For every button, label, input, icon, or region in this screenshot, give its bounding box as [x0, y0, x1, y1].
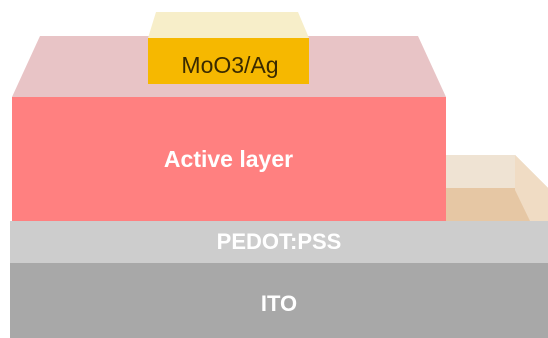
ito-layer: [10, 263, 548, 338]
ito-label: ITO: [260, 291, 298, 316]
active-layer-label: Active layer: [163, 146, 294, 172]
pedot-label: PEDOT:PSS: [216, 229, 342, 254]
moo3-layer: [148, 38, 309, 84]
side-block-slope: [515, 155, 548, 221]
moo3-label: MoO3/Ag: [181, 52, 279, 78]
active-layer: [12, 97, 446, 221]
moo3-layer-top: [148, 12, 309, 38]
pedot-layer: [10, 221, 548, 263]
